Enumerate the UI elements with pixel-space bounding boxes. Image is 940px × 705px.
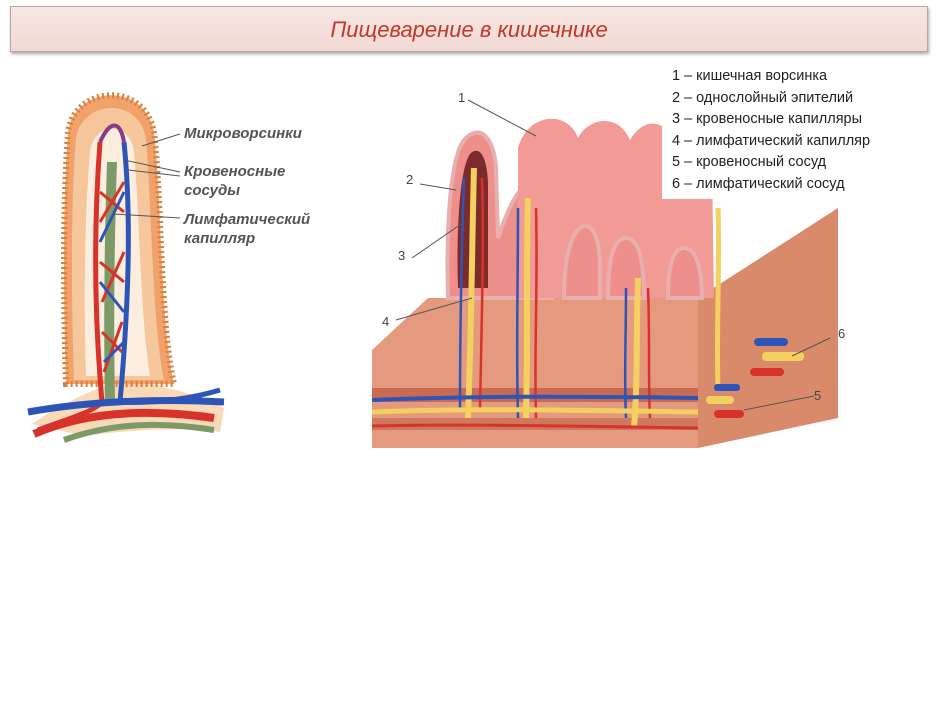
label-microvilli: Микроворсинки [184, 125, 302, 142]
label-blood-vessels: Кровеносные сосуды [184, 163, 286, 199]
number-6: 6 [838, 326, 846, 341]
villus-illustration [27, 92, 225, 443]
legend-item: 3 – кровеносные капилляры [672, 111, 863, 127]
number-3: 3 [398, 248, 406, 263]
number-1: 1 [458, 90, 466, 105]
legend-item: 4 – лимфатический капилляр [672, 132, 871, 149]
number-2: 2 [406, 172, 414, 187]
number-4: 4 [382, 314, 390, 329]
number-5: 5 [814, 388, 822, 403]
legend: 1 – кишечная ворсинка 2 – однослойный эп… [662, 64, 940, 199]
legend-item: 1 – кишечная ворсинка [672, 68, 828, 84]
label-lymph-capillary: Лимфатический капилляр [184, 211, 311, 247]
page-title: Пищеварение в кишечнике [330, 17, 608, 42]
villus-diagram: Микроворсинки Кровеносные сосуды Лимфати… [24, 72, 344, 444]
legend-item: 6 – лимфатический сосуд [672, 175, 845, 192]
title-bar: Пищеварение в кишечнике [10, 6, 928, 52]
legend-item: 2 – однослойный эпителий [672, 89, 854, 106]
legend-item: 5 – кровеносный сосуд [672, 154, 827, 170]
